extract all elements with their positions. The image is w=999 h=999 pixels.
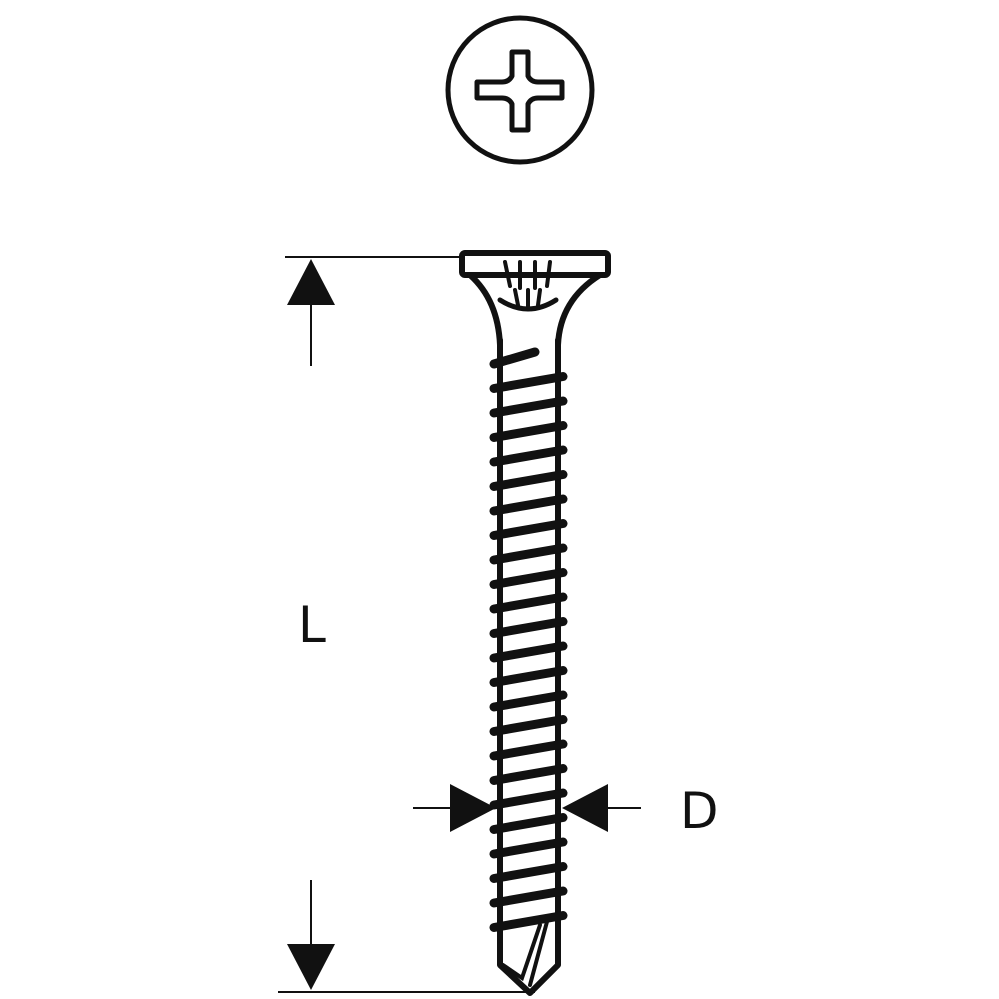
thread-band bbox=[489, 886, 568, 908]
diameter-label: D bbox=[680, 782, 719, 840]
thread-band bbox=[489, 372, 568, 393]
thread-band bbox=[489, 421, 568, 442]
length-dimension bbox=[278, 256, 535, 993]
thread-band bbox=[489, 666, 568, 687]
thread-band bbox=[489, 396, 568, 418]
thread-band bbox=[489, 641, 568, 663]
arrow-right-icon bbox=[450, 784, 496, 832]
thread-band bbox=[489, 568, 568, 589]
thread-band bbox=[489, 445, 568, 467]
thread-band bbox=[489, 617, 568, 638]
thread-band bbox=[489, 739, 568, 761]
thread-band bbox=[489, 592, 568, 614]
thread-band bbox=[489, 813, 568, 834]
length-label: L bbox=[298, 596, 326, 654]
thread-band bbox=[489, 347, 540, 369]
arrow-down-icon bbox=[287, 944, 335, 990]
diameter-dimension bbox=[413, 784, 641, 832]
phillips-drive-icon bbox=[445, 15, 595, 165]
thread-band bbox=[489, 862, 568, 883]
thread-band bbox=[489, 715, 568, 736]
thread-band bbox=[489, 470, 568, 491]
thread-band bbox=[489, 788, 568, 810]
screw bbox=[459, 250, 611, 996]
arrow-left-icon bbox=[562, 784, 608, 832]
thread-band bbox=[489, 543, 568, 565]
thread-band bbox=[489, 764, 568, 785]
thread-band bbox=[489, 494, 568, 516]
thread-band bbox=[489, 837, 568, 859]
thread-band bbox=[489, 519, 568, 540]
arrow-up-icon bbox=[287, 259, 335, 305]
thread-group bbox=[489, 347, 568, 932]
thread-band bbox=[489, 911, 568, 932]
thread-band bbox=[489, 690, 568, 712]
